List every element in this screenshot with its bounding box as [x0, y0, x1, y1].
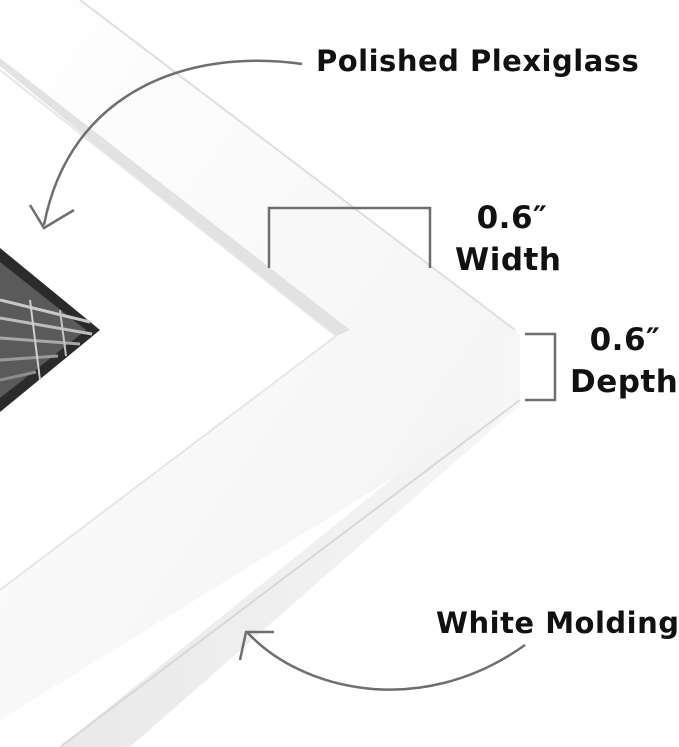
depth-bracket [525, 332, 557, 402]
molding-label: White Molding [436, 606, 679, 640]
mat-edge [0, 69, 338, 591]
width-value: 0.6″ [476, 200, 548, 236]
plexiglass-label: Polished Plexiglass [316, 44, 640, 78]
plexiglass-arrow [42, 59, 303, 226]
molding-arrowhead [238, 630, 274, 661]
depth-label: Depth [570, 364, 679, 400]
frame-inner-shadow [0, 58, 350, 338]
photo-thumbnail [0, 248, 100, 412]
frame-outer-edge [79, 0, 516, 331]
frame-bottom-edge [59, 399, 521, 747]
depth-value: 0.6″ [589, 322, 661, 358]
mat-board [0, 70, 335, 590]
molding-arrow [246, 631, 526, 691]
width-bracket [267, 206, 432, 268]
width-label: Width [455, 242, 562, 278]
plexiglass-arrowhead [28, 204, 75, 230]
